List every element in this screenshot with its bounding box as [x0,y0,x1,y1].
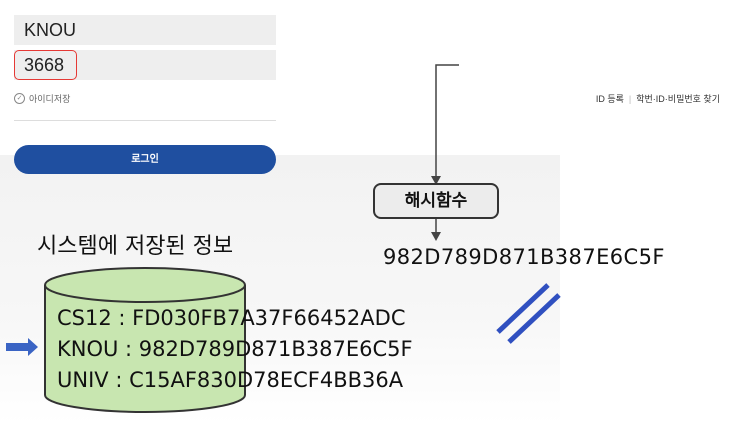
equal-sign-icon [496,283,550,334]
id-value: KNOU [24,20,77,40]
login-button[interactable]: 로그인 [14,145,276,174]
connector-line [435,64,459,180]
db-title: 시스템에 저장된 정보 [37,234,234,259]
hash-output: 982D789D871B387E6C5F [383,245,665,269]
link-separator: | [628,94,632,104]
register-link[interactable]: ID 등록 [595,94,624,104]
hash-function-box: 해시함수 [373,183,499,219]
save-id-checkbox[interactable]: ✓ 아이디저장 [14,92,70,105]
save-id-label: 아이디저장 [29,94,71,104]
check-circle-icon: ✓ [14,93,25,104]
login-panel: KNOU 3668 ✓ 아이디저장 ID 등록 | 학번·ID·비밀번호 찾기 로그… [0,0,720,190]
password-highlight [14,50,77,80]
arrow-icon [431,176,441,185]
divider [14,120,276,121]
db-row: KNOU : 982D789D871B387E6C5F [57,337,413,361]
database-cylinder-top [44,267,246,303]
db-row: UNIV : C15AF830D78ECF4BB36A [57,368,404,392]
arrow-icon [431,232,441,241]
account-links: ID 등록 | 학번·ID·비밀번호 찾기 [596,92,720,105]
password-field[interactable]: 3668 [14,50,276,80]
equal-sign-icon [507,293,561,344]
password-value: 3668 [24,55,65,75]
id-field[interactable]: KNOU [14,15,276,45]
database-cylinder-icon [44,285,246,413]
input-arrow-icon [6,338,38,356]
db-row: CS12 : FD030FB7A37F66452ADC [57,306,406,330]
find-account-link[interactable]: 학번·ID·비밀번호 찾기 [636,94,720,104]
